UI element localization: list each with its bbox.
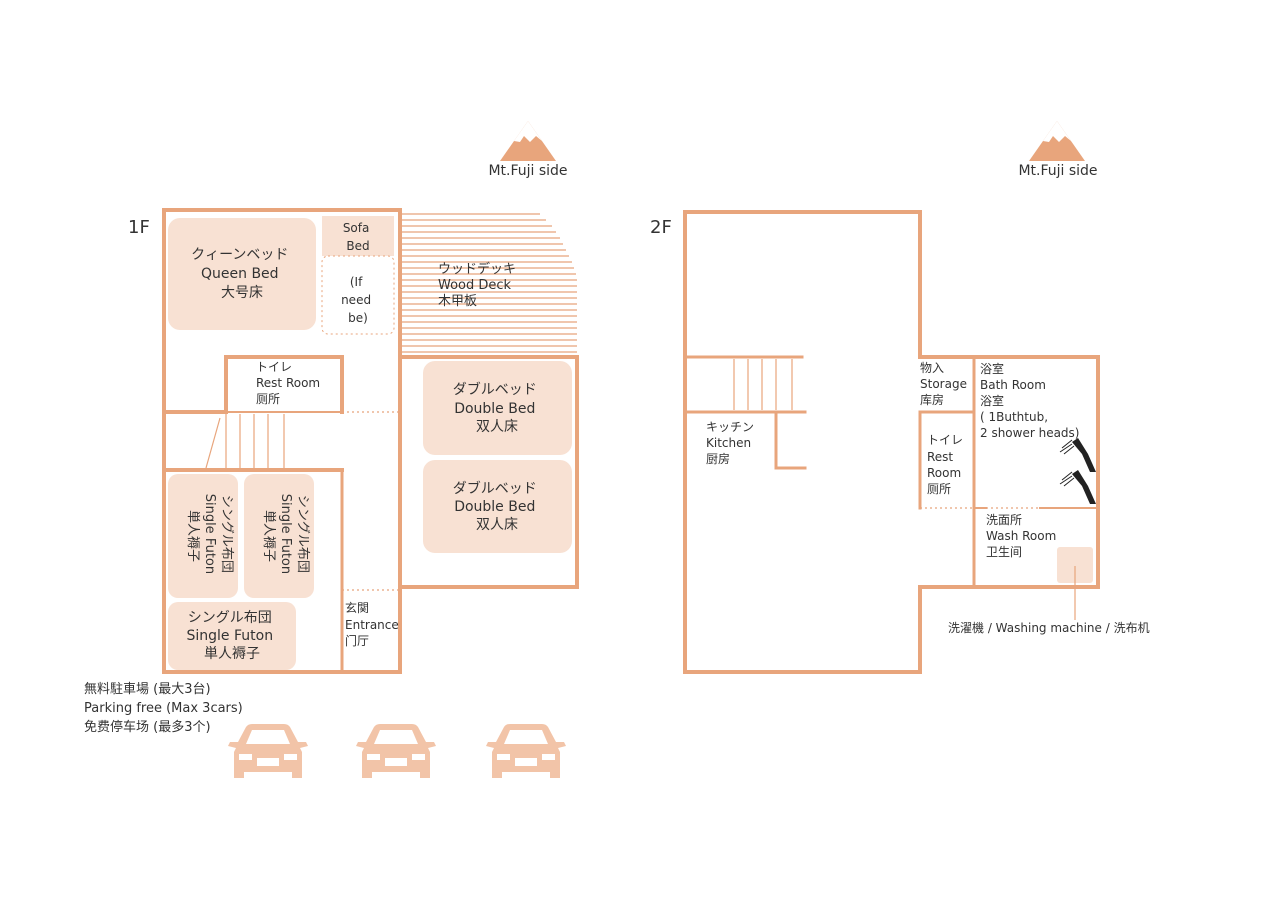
- washing-machine-icon: [1057, 547, 1093, 583]
- single-futon-2-label: シングル布団 Single Futon 単人褥子: [261, 494, 310, 579]
- floor2-outer-wall: [683, 210, 1100, 674]
- washroom-label: 洗面所 Wash Room 卫生间: [986, 513, 1060, 559]
- restroom-wall: [224, 355, 344, 414]
- sofa-bed-label: Sofa Bed: [343, 221, 373, 253]
- single-futon-3-label: シングル布団 Single Futon 単人褥子: [186, 610, 277, 662]
- shower-head-icon: [1059, 437, 1097, 473]
- fuji-side-label: Mt.Fuji side: [488, 163, 567, 179]
- storage-label: 物入 Storage 库房: [920, 361, 971, 407]
- single-futon-2: シングル布団 Single Futon 単人褥子: [244, 474, 314, 598]
- double-bed-1: ダブルベッド Double Bed 双人床: [423, 361, 572, 455]
- restroom-1f-label: トイレ Rest Room 厕所: [256, 360, 324, 406]
- double-bed-2-label: ダブルベッド Double Bed 双人床: [453, 480, 541, 533]
- shower-head-icon: [1059, 469, 1097, 505]
- restroom-2f-label: トイレ Rest Room 厕所: [927, 433, 967, 496]
- bathroom-label: 浴室 Bath Room 浴室 ( 1Buthtub, 2 shower hea…: [980, 361, 1080, 440]
- single-futon-1-label: シングル布団 Single Futon 単人褥子: [185, 494, 234, 579]
- car-icon: [356, 724, 436, 778]
- single-futon-3: シングル布団 Single Futon 単人褥子: [168, 602, 296, 670]
- sofa-bed: Sofa Bed (If need be): [321, 216, 395, 335]
- floor2-title: 2F: [650, 217, 672, 238]
- mountain-fuji-icon: [1029, 121, 1085, 161]
- double-bed-1-label: ダブルベッド Double Bed 双人床: [453, 381, 541, 435]
- parking-label: 無料駐車場 (最大3台) Parking free (Max 3cars) 免费…: [84, 682, 247, 735]
- double-room-wall: [398, 355, 579, 589]
- washing-machine-label: 洗濯機 / Washing machine / 洗布机: [948, 620, 1150, 635]
- car-icon: [228, 724, 308, 778]
- floor1-plan: [162, 208, 579, 674]
- floor1-stairs: [205, 414, 285, 469]
- wood-deck-label: ウッドデッキ Wood Deck 木甲板: [438, 261, 520, 309]
- car-icon: [486, 724, 566, 778]
- mountain-fuji-icon: [500, 121, 556, 161]
- wood-deck-hatch: [402, 213, 577, 353]
- queen-bed: クィーンベッド Queen Bed 大号床: [168, 218, 316, 330]
- floor2-plan: [683, 210, 1100, 674]
- fuji-icon-left: Mt.Fuji side: [488, 121, 568, 179]
- floor2-stairs: [733, 359, 793, 410]
- floor1-outer-wall: [162, 208, 402, 674]
- sofa-bed-note: (If need be): [341, 275, 375, 325]
- fuji-icon-right: Mt.Fuji side: [1018, 121, 1098, 179]
- kitchen-label: キッチン Kitchen 厨房: [706, 420, 758, 466]
- entrance-label: 玄関 Entrance 门厅: [345, 600, 403, 648]
- floor1-title: 1F: [128, 217, 150, 238]
- double-bed-2: ダブルベッド Double Bed 双人床: [423, 460, 572, 553]
- single-futon-1: シングル布団 Single Futon 単人褥子: [168, 474, 238, 598]
- fuji-side-label: Mt.Fuji side: [1018, 163, 1097, 179]
- queen-bed-label: クィーンベッド Queen Bed 大号床: [191, 247, 293, 301]
